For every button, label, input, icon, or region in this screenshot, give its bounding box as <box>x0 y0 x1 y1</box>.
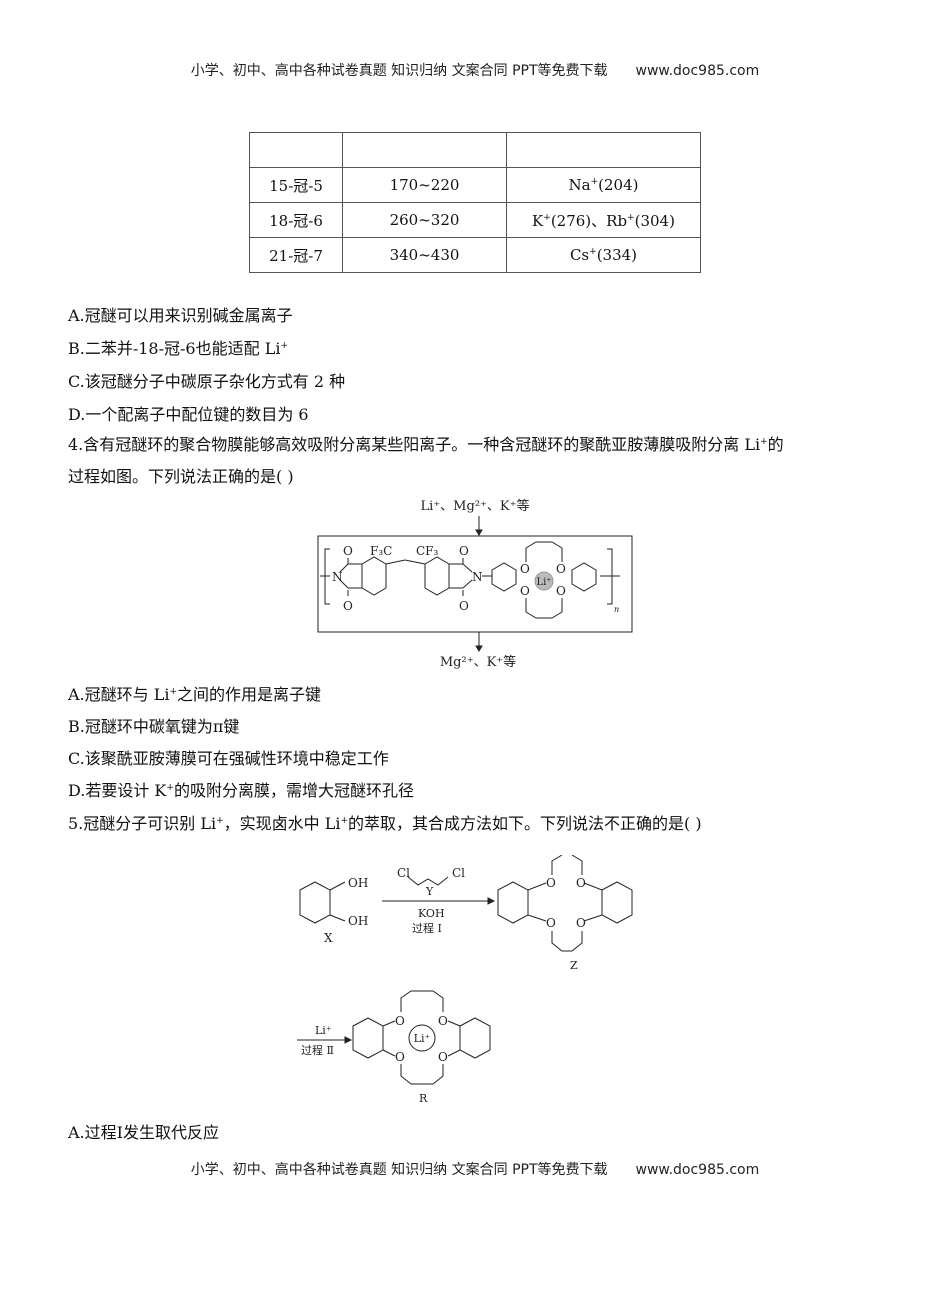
svg-text:O: O <box>395 1014 405 1028</box>
synthesis-scheme-step1: OH OH X Cl Cl Y KOH 过程 Ⅰ O O O O Z <box>299 855 633 972</box>
matched-ion: K+(276)、Rb+(304) <box>506 202 701 238</box>
svg-text:Y: Y <box>425 885 434 898</box>
svg-text:O: O <box>520 562 530 576</box>
synthesis-scheme-step2: Li⁺ 过程 Ⅱ O O O O Li⁺ R <box>297 990 491 1105</box>
input-ions-label: Li⁺、Mg²⁺、K⁺等 <box>421 498 530 514</box>
svg-text:O: O <box>576 916 586 930</box>
cavity-range: 170~220 <box>342 167 507 203</box>
table-row: 18-冠-6 260~320 K+(276)、Rb+(304) <box>249 202 701 238</box>
svg-text:O: O <box>546 916 556 930</box>
svg-text:O: O <box>459 544 469 558</box>
svg-text:O: O <box>438 1050 448 1064</box>
crown-name: 15-冠-5 <box>249 167 343 203</box>
cf3-right-label: CF₃ <box>416 544 439 558</box>
table-header-cell <box>249 132 343 168</box>
table-header-row <box>249 132 701 168</box>
polyimide-membrane-figure: Li⁺、Mg²⁺、K⁺等 N O O F₃C CF₃ N O O O O O <box>317 498 633 670</box>
crown-name: 21-冠-7 <box>249 237 343 273</box>
reactant-x-label: X <box>324 931 333 945</box>
svg-text:O: O <box>395 1050 405 1064</box>
page-header: 小学、初中、高中各种试卷真题 知识归纳 文案合同 PPT等免费下载 www.doc… <box>0 60 950 80</box>
svg-text:KOH: KOH <box>418 907 445 920</box>
output-ions-label: Mg²⁺、K⁺等 <box>440 654 516 670</box>
table-row: 15-冠-5 170~220 Na+(204) <box>249 167 701 203</box>
svg-text:N: N <box>472 570 483 584</box>
svg-text:O: O <box>438 1014 448 1028</box>
svg-text:过程 Ⅰ: 过程 Ⅰ <box>412 922 442 935</box>
svg-text:N: N <box>332 570 343 584</box>
product-z-label: Z <box>570 959 578 972</box>
q5-stem: 5.冠醚分子可识别 Li+，实现卤水中 Li+的萃取，其合成方法如下。下列说法不… <box>68 814 702 833</box>
svg-text:O: O <box>343 544 353 558</box>
svg-text:O: O <box>556 562 566 576</box>
svg-text:OH: OH <box>348 876 368 890</box>
q3-option-a: A.冠醚可以用来识别碱金属离子 <box>68 306 293 325</box>
matched-ion: Na+(204) <box>506 167 701 203</box>
header-url[interactable]: www.doc985.com <box>635 63 760 79</box>
q3-option-b: B.二苯并-18-冠-6也能适配 Li+ <box>68 339 288 358</box>
svg-text:O: O <box>546 876 556 890</box>
q4-option-c: C.该聚酰亚胺薄膜可在强碱性环境中稳定工作 <box>68 749 389 768</box>
cavity-range: 340~430 <box>342 237 507 273</box>
q4-stem-line1: 4.含有冠醚环的聚合物膜能够高效吸附分离某些阳离子。一种含冠醚环的聚酰亚胺薄膜吸… <box>68 435 784 454</box>
svg-text:O: O <box>520 584 530 598</box>
header-text: 小学、初中、高中各种试卷真题 知识归纳 文案合同 PPT等免费下载 <box>190 63 608 79</box>
svg-text:Li⁺: Li⁺ <box>315 1024 332 1037</box>
svg-text:O: O <box>576 876 586 890</box>
cavity-range: 260~320 <box>342 202 507 238</box>
svg-text:O: O <box>343 599 353 613</box>
complex-r-label: R <box>419 1092 428 1105</box>
q4-stem-line2: 过程如图。下列说法正确的是( ) <box>68 467 294 486</box>
svg-text:过程 Ⅱ: 过程 Ⅱ <box>301 1044 334 1057</box>
table-header-cell <box>342 132 507 168</box>
svg-text:OH: OH <box>348 914 368 928</box>
table-row: 21-冠-7 340~430 Cs+(334) <box>249 237 701 273</box>
crown-ether-table: 15-冠-5 170~220 Na+(204) 18-冠-6 260~320 K… <box>249 132 701 273</box>
q5-option-a: A.过程Ⅰ发生取代反应 <box>68 1123 219 1142</box>
q4-option-b: B.冠醚环中碳氧键为π键 <box>68 717 240 736</box>
svg-text:O: O <box>459 599 469 613</box>
matched-ion: Cs+(334) <box>506 237 701 273</box>
svg-text:Cl: Cl <box>452 866 465 880</box>
q4-option-a: A.冠醚环与 Li+之间的作用是离子键 <box>68 685 322 704</box>
li-ion-label: Li⁺ <box>536 577 551 588</box>
page-footer: 小学、初中、高中各种试卷真题 知识归纳 文案合同 PPT等免费下载 www.doc… <box>0 1159 950 1179</box>
table-header-cell <box>506 132 701 168</box>
cf3-left-label: F₃C <box>370 544 392 558</box>
footer-text: 小学、初中、高中各种试卷真题 知识归纳 文案合同 PPT等免费下载 <box>190 1162 608 1178</box>
crown-name: 18-冠-6 <box>249 202 343 238</box>
q4-option-d: D.若要设计 K+的吸附分离膜，需增大冠醚环孔径 <box>68 781 414 800</box>
q3-option-c: C.该冠醚分子中碳原子杂化方式有 2 种 <box>68 372 346 391</box>
svg-text:O: O <box>556 584 566 598</box>
svg-text:n: n <box>614 605 619 614</box>
q3-option-d: D.一个配离子中配位键的数目为 6 <box>68 405 309 424</box>
footer-url[interactable]: www.doc985.com <box>635 1162 760 1178</box>
complex-li-ion: Li⁺ <box>414 1032 431 1045</box>
svg-text:Cl: Cl <box>397 866 410 880</box>
